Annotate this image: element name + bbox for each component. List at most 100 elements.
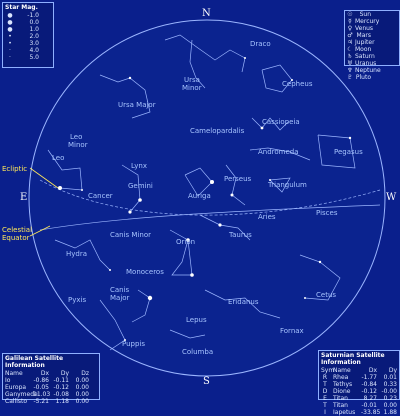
galilean-title: Galilean Satellite Information [5,355,64,369]
table-row: ♀Venus [345,25,399,32]
line-ursa-minor [189,39,206,89]
table-row: ♇Pluto [345,74,399,81]
table-row: · 4.0 [3,47,53,54]
table-cell: R [322,374,328,381]
table-cell: -0.12 [53,384,69,391]
table-cell: 3.0 [29,40,39,47]
magnitude-panel: Star Mag. ●-1.0●0.0●1.0•2.0•3.0·4.0·5.0 [2,2,54,68]
table-cell: · [9,47,11,54]
table-cell: 0.00 [75,377,89,384]
table-cell: 0.00 [75,398,89,405]
constellation-label-canis-major-1: Canis [110,286,130,294]
table-cell: -5.21 [33,398,49,405]
compass-north: N [202,8,211,19]
line-triangulum [269,177,291,193]
line-pegasus [317,134,356,169]
constellation-label-canis-minor: Canis Minor [110,231,152,239]
star [269,179,271,181]
table-cell: -0.08 [53,391,69,398]
table-cell: ● [7,19,13,26]
table-cell: 0.0 [29,19,39,26]
constellation-label-leo: Leo [52,154,65,162]
constellation-label-pyxis: Pyxis [68,296,87,304]
constellation-label-hydra: Hydra [66,250,88,258]
table-row: ·5.0 [3,54,53,61]
table-cell: Callisto [5,398,28,405]
table-cell: • [8,33,12,40]
column-header: Name [5,370,23,377]
ecliptic-line [39,179,381,216]
table-cell: Jupiter [355,39,375,46]
table-cell: Ganymede [5,391,38,398]
table-cell: ☿ [348,18,352,25]
table-cell: 0.00 [75,391,89,398]
table-cell: Mercury [355,18,380,25]
table-cell: E [323,395,327,402]
saturnian-title: Saturnian Satellite Information [321,352,385,366]
table-cell: ☉ [347,11,353,18]
table-row: ☉Sun [345,11,399,18]
line-cassiopeia [251,117,289,131]
table-cell: ☾ [347,46,353,53]
magnitude-title: Star Mag. [5,4,38,11]
table-row: ♄Saturn [345,53,399,60]
constellation-lines [47,34,356,351]
table-cell: ♅ [347,60,353,67]
star [81,189,83,191]
table-cell: 1.88 [383,409,397,416]
table-cell: ♃ [347,39,353,46]
table-row: •3.0 [3,40,53,47]
table-cell: Moon [355,46,372,53]
stars [58,57,352,341]
constellation-label-puppis: Puppis [122,340,146,348]
constellation-label-cancer: Cancer [88,192,113,200]
column-header: Name [333,367,351,374]
table-cell: I [324,409,326,416]
table-cell: Io [5,377,11,384]
column-header: Dy [388,367,397,374]
star [147,295,153,301]
table-cell: Neptune [355,67,381,74]
star [230,193,234,197]
star [218,223,222,227]
constellation-label-leo-minor-1: Leo [70,133,83,141]
constellation-label-ursa-minor-2: Minor [182,84,202,92]
table-cell: ♀ [347,25,353,32]
table-cell: 11.03 [33,391,51,398]
ecliptic-pointer [29,167,59,189]
constellation-label-canis-major-2: Major [110,294,130,302]
compass-south: S [203,376,210,387]
table-cell: 0.01 [383,374,397,381]
constellation-label-monoceros: Monoceros [126,268,164,276]
table-cell: -0.01 [361,402,377,409]
column-header: Dx [40,370,49,377]
table-cell: ♇ [347,74,353,81]
table-row: ☾Moon [345,46,399,53]
table-cell: T [323,402,327,409]
table-cell: -1.0 [27,12,39,19]
table-cell: Uranus [355,60,377,67]
table-cell: Mars [356,32,371,39]
line-andromeda [249,147,311,161]
line-perseus [225,164,246,206]
table-cell: -0.05 [33,384,49,391]
table-cell: Tethys [333,381,353,388]
star [138,198,142,202]
constellation-label-eridanus: Eridanus [228,298,259,306]
star [291,79,293,81]
star [128,76,132,80]
line-canis-major [131,289,151,323]
table-row: ●-1.0 [3,12,53,19]
table-cell: -33.85 [361,409,381,416]
table-cell: 4.0 [29,47,39,54]
table-cell: Europa [5,384,27,391]
star [210,180,214,184]
